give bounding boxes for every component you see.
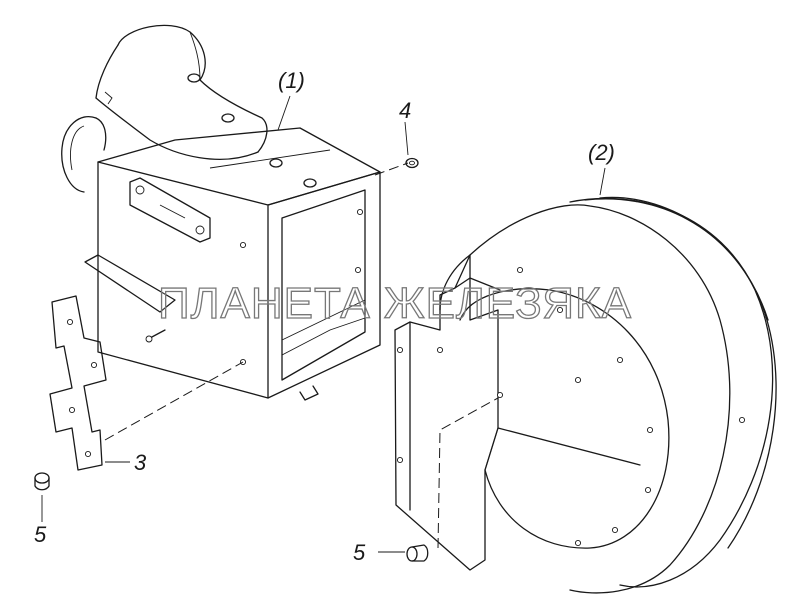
shroud-part-2 xyxy=(394,196,777,594)
callout-part-5-bottom: 5 xyxy=(353,540,366,565)
callout-part-2: (2) xyxy=(588,140,615,165)
bracket-part-3 xyxy=(49,295,107,471)
callout-part-1: (1) xyxy=(278,68,305,93)
callout-part-4: 4 xyxy=(399,98,411,123)
callout-part-5-left: 5 xyxy=(34,522,47,547)
bolt-part-5-left xyxy=(34,472,50,491)
leader-lines xyxy=(41,95,606,553)
bolt-part-5-bottom xyxy=(406,544,429,562)
watermark-text: ПЛАНЕТА ЖЕЛЕЗЯКА xyxy=(158,279,632,328)
callout-part-3: 3 xyxy=(134,450,147,475)
washer-part-4 xyxy=(405,157,419,169)
housing-part-1 xyxy=(61,24,381,401)
